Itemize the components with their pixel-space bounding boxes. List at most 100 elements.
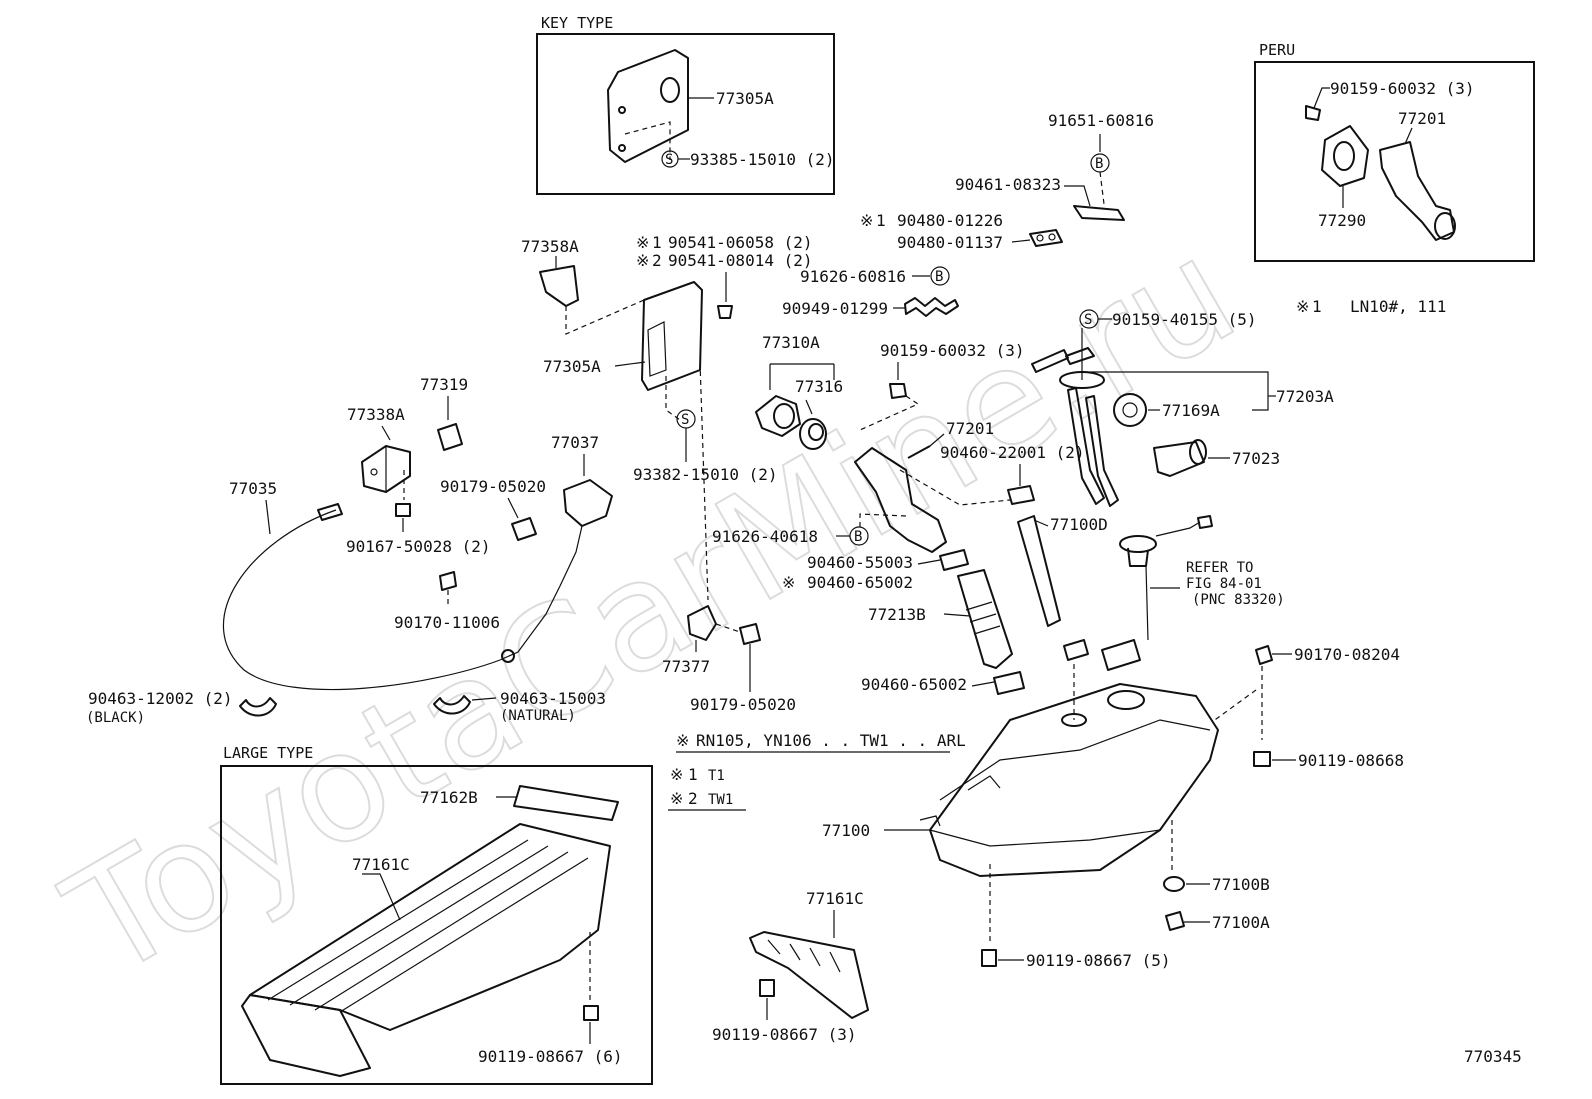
key-type-frame	[536, 33, 835, 195]
large-type-bolt	[583, 1005, 599, 1021]
label-77100a: 77100A	[1212, 913, 1270, 932]
label-90119-08667-5: 90119-08667 (5)	[1026, 951, 1171, 970]
sender-flange	[1119, 535, 1157, 553]
label-77377: 77377	[662, 657, 710, 676]
key-type-bolt-hole	[618, 144, 626, 152]
key-type-bolt-hole	[618, 106, 626, 114]
large-type-guard-front	[241, 994, 371, 1077]
key-type-title: KEY TYPE	[541, 14, 613, 32]
label-90170-08204: 90170-08204	[1294, 645, 1400, 664]
sender-wire	[1155, 521, 1201, 537]
part-77169a	[1113, 393, 1147, 427]
pump-tube	[1085, 395, 1119, 507]
peru-section: PERU 90159-60032 (3) 77290 77201	[1254, 41, 1535, 262]
refer-line-1: REFER TO	[1186, 560, 1253, 576]
peru-bolt	[1305, 105, 1321, 121]
part-77169a-inner	[1122, 402, 1138, 418]
bolt-90119-08667-3	[759, 979, 775, 997]
label-93385-15010: 93385-15010 (2)	[690, 150, 835, 169]
ref-num-ln10: 1	[1312, 297, 1322, 316]
label-77161c-large: 77161C	[352, 855, 410, 874]
leader	[917, 559, 941, 565]
leader	[614, 361, 646, 367]
label-90460-55003: 90460-55003	[807, 553, 913, 572]
part-77319	[437, 423, 463, 451]
sender-body	[1127, 547, 1149, 567]
fuel-tank-group: 77100 90170-08204 90119-08668 77100B 771…	[822, 645, 1404, 970]
label-77037: 77037	[551, 433, 599, 452]
leader	[943, 613, 971, 617]
label-90119-08667-3: 90119-08667 (3)	[712, 1025, 857, 1044]
sender-gauge-group: REFER TO FIG 84-01 (PNC 83320)	[1101, 515, 1285, 671]
part-77023-end	[1189, 439, 1207, 465]
leader	[507, 497, 519, 519]
tank-sender-opening	[1061, 713, 1087, 727]
part-77338a-hole	[370, 468, 378, 476]
leader	[699, 361, 709, 601]
label-77358a: 77358A	[521, 237, 579, 256]
leader	[1099, 171, 1105, 205]
leader	[899, 469, 1011, 506]
clip-90461-08323	[1073, 205, 1125, 221]
leader	[859, 395, 920, 431]
ref-num-1-b: 1	[652, 233, 662, 252]
upper-hardware: 91651-60816 B 90461-08323 ※ 1 90480-0122…	[782, 111, 1257, 329]
leader	[665, 376, 681, 421]
ref-mark-1-b: ※	[636, 233, 649, 252]
leader	[715, 623, 741, 633]
ref-mark-rn: ※	[782, 573, 795, 592]
ref-mark-rn105: ※	[676, 731, 689, 750]
part-77100-tank	[929, 683, 1219, 877]
key-type-fuel-door-part	[607, 49, 689, 163]
label-black: (BLACK)	[86, 710, 145, 726]
label-90480-01226: 90480-01226	[897, 211, 1003, 230]
part-77213b-ribs	[965, 601, 1001, 635]
key-type-section: KEY TYPE 77305A S 93385-15010 (2)	[536, 14, 835, 195]
large-type-bracket	[513, 785, 619, 821]
cable-group: 77319 77338A 90167-50028 (2) 90170-11006…	[86, 375, 613, 726]
bolt-90119-08668	[1253, 751, 1271, 767]
b-mark	[930, 266, 950, 286]
large-type-title: LARGE TYPE	[223, 744, 313, 762]
large-type-ribs	[267, 839, 589, 1013]
small-guard-group: 77161C 90119-08667 (3)	[712, 889, 869, 1044]
leader	[471, 697, 497, 701]
part-77316	[799, 418, 827, 450]
opener-cable	[499, 525, 583, 661]
part-77310a-hole	[773, 403, 795, 429]
clip-90463-15003	[433, 695, 471, 715]
label-93382-15010: 93382-15010 (2)	[633, 465, 778, 484]
part-77377	[687, 605, 717, 641]
part-77305a	[641, 281, 703, 391]
filler-pipe-group: 77201 90460-22001 (2) 91626-40618 B 9046…	[712, 419, 1085, 695]
note-rn105: RN105, YN106 . . TW1 . . ARL	[696, 731, 966, 750]
large-type-guard	[249, 823, 611, 1031]
s-mark-text: S	[665, 152, 673, 168]
part-77213b-hose	[957, 569, 1013, 669]
b-mark-text: B	[854, 529, 862, 545]
label-90159-60032: 90159-60032 (3)	[880, 341, 1025, 360]
fuel-pump-group: 77203A 77169A 77023	[1031, 328, 1334, 507]
peru-pipe-end	[1434, 212, 1456, 240]
label-large-90119-08667: 90119-08667 (6)	[478, 1047, 623, 1066]
peru-title: PERU	[1259, 41, 1295, 59]
label-90461-08323: 90461-08323	[955, 175, 1061, 194]
ref-mark-1-a: ※	[860, 211, 873, 230]
peru-frame	[1254, 61, 1535, 262]
note-ln10: LN10#, 111	[1350, 297, 1446, 316]
label-90460-65002-b: 90460-65002	[861, 675, 967, 694]
part-77310a	[755, 395, 801, 437]
b-mark-text: B	[935, 269, 943, 285]
ref-mark-2-a: ※	[636, 251, 649, 270]
ref-num-tw1: 2	[688, 789, 698, 808]
tank-flange	[919, 815, 941, 827]
clamp-90460-65002	[993, 671, 1025, 695]
pump-pipe	[1065, 347, 1095, 365]
note-t1: T1	[708, 768, 725, 784]
peru-leader	[1404, 127, 1413, 145]
sender-connector	[1197, 515, 1213, 529]
leader-77201	[907, 445, 931, 459]
label-77100d: 77100D	[1050, 515, 1108, 534]
part-90170-11006	[439, 571, 457, 591]
